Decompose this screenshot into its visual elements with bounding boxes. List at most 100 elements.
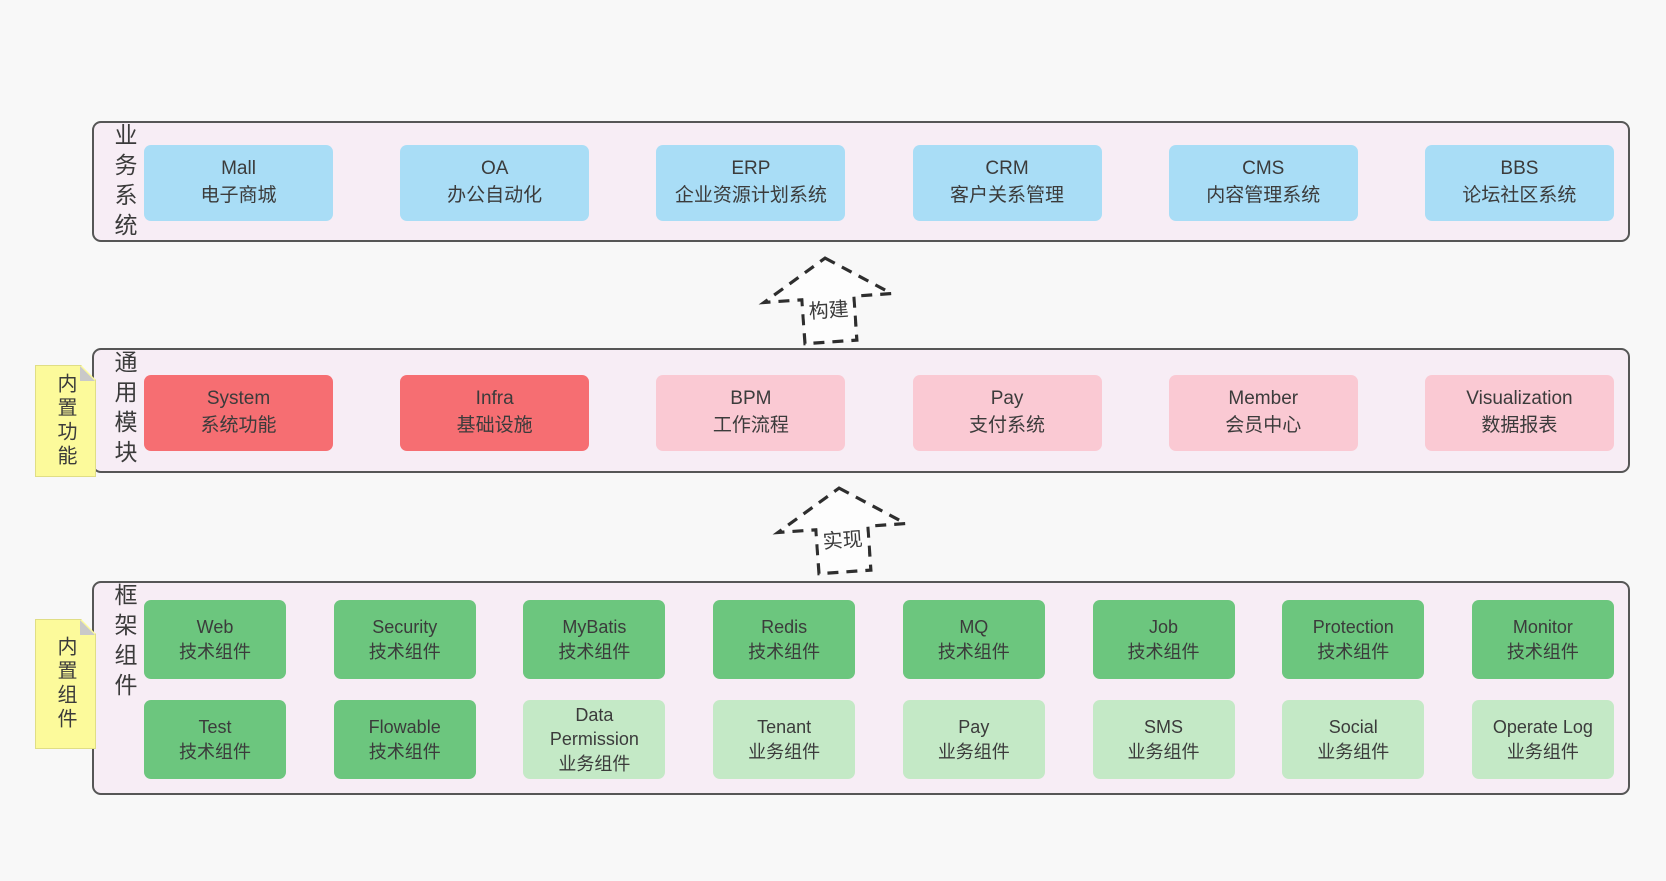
box-subtitle: 业务组件 <box>1317 741 1390 762</box>
sticky-note-built-in-features: 内置功能 <box>35 365 96 477</box>
layer-label-business-systems: 业务系统 <box>111 123 137 243</box>
module-box-social: Social 业务组件 <box>1282 700 1425 779</box>
box-subtitle: 技术组件 <box>1506 641 1579 662</box>
box-subtitle: 客户关系管理 <box>950 185 1065 206</box>
module-box-flowable: Flowable 技术组件 <box>333 700 476 779</box>
sticky-note-text: 内置组件 <box>54 636 76 732</box>
box-subtitle: 技术组件 <box>558 641 631 662</box>
implement-arrow-label: 实现 <box>822 528 864 554</box>
box-title: SMS <box>1144 717 1184 738</box>
module-box-monitor: Monitor 技术组件 <box>1471 600 1614 679</box>
box-subtitle: 技术组件 <box>179 641 251 662</box>
module-box-visualization: Visualization 数据报表 <box>1424 375 1614 451</box>
box-title: OA <box>480 158 509 180</box>
sticky-note-text: 内置功能 <box>54 373 76 469</box>
module-box-mybatis: MyBatis 技术组件 <box>523 600 666 679</box>
box-title: Data Permission <box>549 705 639 750</box>
box-subtitle: 支付系统 <box>969 415 1046 436</box>
box-title: CRM <box>985 158 1029 180</box>
module-box-infra: Infra 基础设施 <box>400 375 590 451</box>
box-subtitle: 内容管理系统 <box>1206 185 1321 206</box>
box-title: ERP <box>731 158 771 180</box>
box-title: MyBatis <box>562 617 627 638</box>
box-subtitle: 技术组件 <box>748 641 821 662</box>
box-title: Security <box>372 617 438 638</box>
box-subtitle: 技术组件 <box>179 741 251 762</box>
build-arrow-label: 构建 <box>808 298 850 324</box>
box-subtitle: 技术组件 <box>1317 641 1390 662</box>
module-box-sms: SMS 业务组件 <box>1092 700 1235 779</box>
module-box-test: Test 技术组件 <box>144 700 286 779</box>
box-title: Social <box>1328 717 1378 738</box>
box-subtitle: 技术组件 <box>368 741 441 762</box>
arrow-label-backing <box>817 524 869 556</box>
module-box-bbs: BBS 论坛社区系统 <box>1424 145 1614 221</box>
common-modules-boxes: System 系统功能 Infra 基础设施 BPM 工作流程 Pay 支付系统 Member 会… <box>144 375 1614 451</box>
box-subtitle: 系统功能 <box>200 415 277 436</box>
box-subtitle: 工作流程 <box>712 415 789 436</box>
box-title: Test <box>198 717 232 738</box>
box-subtitle: 电子商城 <box>200 185 277 206</box>
box-subtitle: 办公自动化 <box>447 185 543 206</box>
build-arrow: 构建 <box>755 249 901 351</box>
module-box-data-permission: Data Permission 业务组件 <box>523 700 666 779</box>
box-subtitle: 企业资源计划系统 <box>674 185 827 206</box>
box-title: Tenant <box>757 717 812 738</box>
module-box-mq: MQ 技术组件 <box>902 600 1045 679</box>
module-box-cms: CMS 内容管理系统 <box>1168 145 1358 221</box>
box-title: Web <box>196 617 234 638</box>
implement-arrow: 实现 <box>769 479 915 581</box>
box-title: Protection <box>1312 617 1394 638</box>
box-title: Redis <box>761 617 808 638</box>
box-title: CMS <box>1242 158 1285 180</box>
box-subtitle: 业务组件 <box>748 741 821 762</box>
module-box-bpm: BPM 工作流程 <box>656 375 846 451</box>
module-box-pay: Pay 支付系统 <box>912 375 1102 451</box>
business-systems-boxes: Mall 电子商城 OA 办公自动化 ERP 企业资源计划系统 CRM 客户关系管理 CMS 内容… <box>144 145 1614 221</box>
module-box-web: Web 技术组件 <box>144 600 286 679</box>
module-box-protection: Protection 技术组件 <box>1282 600 1425 679</box>
box-subtitle: 技术组件 <box>937 641 1010 662</box>
module-box-security: Security 技术组件 <box>333 600 476 679</box>
module-box-tenant: Tenant 业务组件 <box>713 700 856 779</box>
box-title: Mall <box>221 158 256 180</box>
layer-common-modules: 通用模块 System 系统功能 Infra 基础设施 BPM 工作流程 Pay 支付系统 Me… <box>92 348 1630 473</box>
box-title: BBS <box>1500 158 1539 180</box>
module-box-crm: CRM 客户关系管理 <box>912 145 1102 221</box>
box-subtitle: 论坛社区系统 <box>1462 185 1577 206</box>
box-subtitle: 会员中心 <box>1225 415 1302 436</box>
box-title: Flowable <box>368 717 441 738</box>
box-subtitle: 业务组件 <box>937 741 1010 762</box>
box-subtitle: 业务组件 <box>1127 741 1200 762</box>
box-title: System <box>206 388 271 410</box>
box-title: BPM <box>730 388 772 410</box>
module-box-mall: Mall 电子商城 <box>144 145 333 221</box>
box-subtitle: 基础设施 <box>456 415 533 436</box>
layer-label-common-modules: 通用模块 <box>111 350 137 470</box>
box-title: Visualization <box>1466 388 1573 410</box>
module-box-oa: OA 办公自动化 <box>400 145 590 221</box>
box-title: MQ <box>959 617 989 638</box>
box-title: Pay <box>958 717 990 738</box>
box-title: Pay <box>990 388 1024 410</box>
arrow-label-backing <box>803 294 855 326</box>
box-subtitle: 业务组件 <box>558 753 631 774</box>
box-subtitle: 业务组件 <box>1506 741 1579 762</box>
box-title: Infra <box>475 388 514 410</box>
module-box-pay: Pay 业务组件 <box>902 700 1045 779</box>
box-subtitle: 技术组件 <box>368 641 441 662</box>
box-subtitle: 数据报表 <box>1481 415 1558 436</box>
box-title: Monitor <box>1512 617 1573 638</box>
module-box-redis: Redis 技术组件 <box>713 600 856 679</box>
layer-label-framework-components: 框架组件 <box>111 583 137 703</box>
module-box-erp: ERP 企业资源计划系统 <box>656 145 846 221</box>
box-title: Job <box>1149 617 1179 638</box>
module-box-system: System 系统功能 <box>144 375 333 451</box>
box-title: Member <box>1228 388 1299 410</box>
